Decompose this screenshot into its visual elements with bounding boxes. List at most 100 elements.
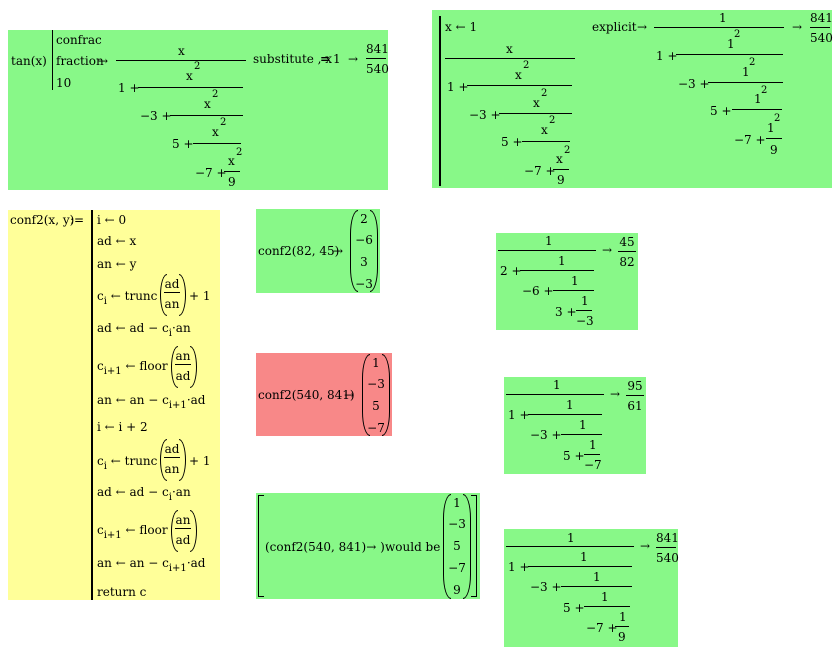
program-line-6: ci+1 ← floor bbox=[97, 359, 168, 377]
frac-num: an bbox=[175, 349, 191, 363]
vector-elem: 5 bbox=[453, 539, 461, 553]
cf-x: x bbox=[228, 154, 235, 168]
arrow-symbol: → bbox=[610, 387, 621, 401]
frac-num: an bbox=[175, 513, 191, 527]
result-denominator: 540 bbox=[656, 551, 679, 565]
cf-term-1: 1 + bbox=[447, 80, 469, 94]
cf-term-4: −7 + bbox=[734, 133, 766, 147]
paren-right bbox=[370, 210, 378, 292]
cf-one: 1 bbox=[767, 121, 775, 135]
frac-den: ad bbox=[175, 533, 191, 547]
call-expression: conf2(540, 841) bbox=[258, 388, 355, 402]
cf-last: −3 bbox=[576, 314, 594, 328]
fraction-bar bbox=[506, 394, 604, 395]
fraction-bar bbox=[520, 270, 594, 271]
vector-elem: −3 bbox=[355, 277, 373, 291]
cf-term-3: 5 + bbox=[563, 601, 585, 615]
keyword-fraction: fraction bbox=[56, 54, 104, 68]
result-numerator: 95 bbox=[627, 379, 643, 393]
assign-x: x ← 1 bbox=[445, 20, 478, 34]
program-bar bbox=[91, 210, 93, 600]
program-line-10: ad ← ad − ci·an bbox=[97, 485, 191, 503]
fraction-bar bbox=[498, 250, 596, 251]
vector-elem: 1 bbox=[372, 356, 380, 370]
fraction-bar bbox=[656, 547, 676, 548]
paren-right bbox=[190, 510, 197, 552]
fraction-bar bbox=[164, 457, 180, 458]
fraction-95-61[interactable]: 1 1 + 1 −3 + 1 5 + 1 −7 → 95 61 bbox=[504, 377, 646, 474]
cf-term-4: −7 + bbox=[586, 621, 618, 635]
keyword-substitute: substitute , x bbox=[253, 52, 333, 66]
program-line-4: ci ← trunc bbox=[97, 289, 158, 307]
bracket-right bbox=[471, 495, 477, 597]
fraction-bar bbox=[499, 113, 572, 114]
fraction-45-82[interactable]: 1 2 + 1 −6 + 1 3 + 1 −3 → 45 82 bbox=[496, 233, 638, 330]
cf-exp: 2 bbox=[749, 57, 756, 68]
program-line-3: an ← y bbox=[97, 257, 137, 271]
cf-last: −7 bbox=[584, 458, 602, 472]
fraction-841-540[interactable]: 1 1 + 1 −3 + 1 5 + 1 −7 + 1 9 → 841 540 bbox=[504, 529, 679, 647]
result-numerator: 841 bbox=[366, 42, 389, 56]
cf-term-3: 3 + bbox=[555, 305, 577, 319]
program-line-8: i ← i + 2 bbox=[97, 420, 148, 434]
cf-x: x bbox=[556, 152, 563, 166]
cf-one: 1 bbox=[571, 274, 579, 288]
frac-den: ad bbox=[175, 369, 191, 383]
program-line-11: ci+1 ← floor bbox=[97, 523, 168, 541]
fraction-bar bbox=[175, 364, 191, 365]
cf-term-2: −3 + bbox=[678, 77, 710, 91]
cf-term-2: −3 + bbox=[530, 428, 562, 442]
cf-term-2: −6 + bbox=[522, 284, 554, 298]
cf-term-4: −7 + bbox=[195, 166, 227, 180]
vector-elem: 3 bbox=[360, 255, 368, 269]
function-name: conf2(x, y) bbox=[10, 213, 75, 227]
cf-term-1: 1 + bbox=[508, 560, 530, 574]
would-be-region[interactable]: (conf2(540, 841)→ ) would be 1 −3 5 −7 9 bbox=[256, 493, 480, 599]
call-expression: (conf2(540, 841)→ ) bbox=[265, 540, 385, 554]
cf-one: 1 bbox=[581, 294, 589, 308]
vector-elem: 2 bbox=[360, 212, 368, 226]
cf-exp: 2 bbox=[564, 145, 571, 156]
fraction-bar bbox=[766, 138, 782, 139]
fraction-bar bbox=[164, 292, 180, 293]
cf-one: 1 bbox=[754, 92, 762, 106]
cf-last: 9 bbox=[618, 630, 626, 644]
cf-one: 1 bbox=[553, 378, 561, 392]
cf-x: x bbox=[515, 68, 522, 82]
cf-exp: 2 bbox=[734, 29, 741, 40]
cf-term-2: −3 + bbox=[469, 108, 501, 122]
program-line-13: return c bbox=[97, 585, 147, 599]
plus-one: + 1 bbox=[189, 289, 211, 303]
cf-nine: 9 bbox=[557, 173, 565, 187]
program-definition[interactable]: conf2(x, y) := i ← 0 ad ← x an ← y ci ← … bbox=[8, 210, 220, 600]
call-conf2-540-841[interactable]: conf2(540, 841) → 1 −3 5 −7 bbox=[256, 353, 392, 436]
tan-expression: tan(x) bbox=[11, 54, 47, 68]
fraction-numerator: x bbox=[506, 42, 513, 56]
bracket-left bbox=[258, 495, 264, 597]
cf-x: x bbox=[186, 69, 193, 83]
keyword-explicit: explicit bbox=[592, 20, 637, 34]
program-line-2: ad ← x bbox=[97, 234, 137, 248]
call-conf2-82-45[interactable]: conf2(82, 45) → 2 −6 3 −3 bbox=[256, 209, 380, 293]
fraction-bar bbox=[506, 546, 634, 547]
cf-term-3: 5 + bbox=[172, 137, 194, 151]
keyword-digits: 10 bbox=[56, 76, 72, 90]
cf-term-1: 2 + bbox=[500, 264, 522, 278]
fraction-bar bbox=[561, 586, 632, 587]
arrow-symbol: → bbox=[333, 244, 344, 258]
substitute-value: 1 bbox=[333, 52, 341, 66]
cf-one: 1 bbox=[579, 418, 587, 432]
keyword-bar bbox=[52, 30, 53, 90]
cf-nine: 9 bbox=[228, 175, 236, 189]
fraction-bar bbox=[445, 58, 575, 59]
arrow-symbol: → bbox=[637, 20, 648, 34]
fraction-bar bbox=[626, 395, 644, 396]
program-line-12: an ← an − ci+1·ad bbox=[97, 556, 206, 574]
arrow-symbol: → bbox=[98, 54, 109, 68]
cf-one: 1 bbox=[580, 550, 588, 564]
fraction-bar bbox=[576, 310, 592, 311]
fraction-bar bbox=[561, 434, 602, 435]
fraction-bar bbox=[175, 528, 191, 529]
